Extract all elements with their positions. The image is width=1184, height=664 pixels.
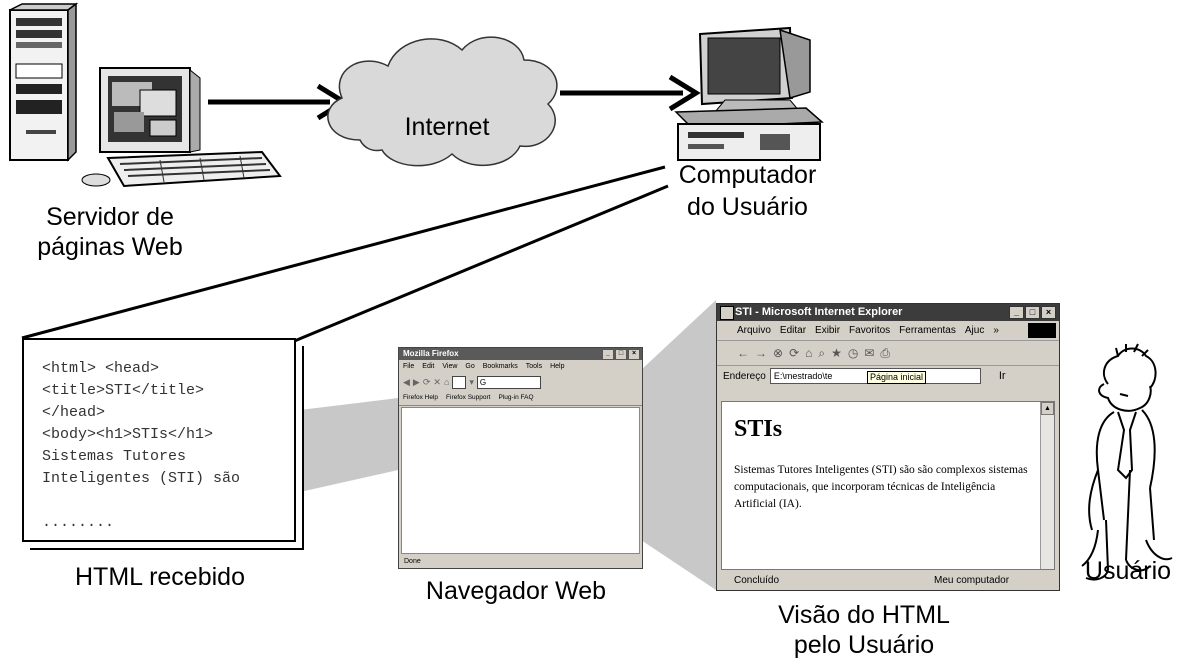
menu-editar[interactable]: Editar [779, 325, 807, 336]
crt-monitor-icon [99, 67, 201, 153]
projection-beam-right [641, 300, 716, 590]
close-button[interactable]: × [628, 349, 640, 360]
menu-view[interactable]: View [442, 363, 458, 370]
connector-line-2 [291, 184, 669, 344]
ie-search-icon[interactable]: ⌕ [818, 345, 826, 360]
ie-close-button[interactable]: × [1041, 306, 1056, 319]
ie-menubar: Arquivo Editar Exibir Favoritos Ferramen… [717, 321, 1059, 340]
go-button[interactable]: Ir [998, 370, 1006, 382]
firefox-menubar: File Edit View Go Bookmarks Tools Help [399, 360, 642, 373]
forward-icon[interactable]: ▶ [412, 376, 420, 387]
ie-statusbar: Concluído Meu computador [720, 573, 1056, 588]
person-icon [1081, 343, 1173, 581]
menu-tools[interactable]: Tools [525, 363, 543, 370]
connector-line-1 [21, 165, 666, 340]
ie-home-icon[interactable]: ⌂ [805, 346, 813, 360]
bookmark-firefox-help[interactable]: Firefox Help [403, 394, 439, 401]
minimize-button[interactable]: _ [602, 349, 614, 360]
menu-exibir[interactable]: Exibir [815, 325, 841, 336]
home-icon[interactable]: ⌂ [443, 377, 450, 387]
page-body-text: Sistemas Tutores Inteligentes (STI) são … [734, 464, 1028, 510]
ie-history-icon[interactable]: ◷ [847, 346, 859, 360]
home-tooltip: Página inicial [867, 371, 927, 384]
server-label-line1: Servidor de [46, 203, 174, 231]
menu-overflow-icon[interactable]: » [993, 325, 999, 336]
search-input[interactable]: G [476, 375, 541, 389]
bookmark-firefox-support[interactable]: Firefox Support [446, 394, 491, 401]
status-done: Concluído [734, 575, 780, 586]
user-computer-label-line2: do Usuário [687, 193, 808, 221]
firefox-navbar: ◀ ▶ ⟳ ✕ ⌂ ▾ G [399, 373, 642, 391]
menu-edit[interactable]: Edit [422, 363, 435, 370]
vertical-scrollbar[interactable]: ▲ [1040, 402, 1054, 569]
user-computer-label-line1: Computador [678, 161, 817, 189]
ie-titlebar: STI - Microsoft Internet Explorer _ □ × [717, 304, 1059, 321]
ie-toolbar: ← → ⊗ ⟳ ⌂ ⌕ ★ ◷ ✉ ⎙ [717, 340, 1059, 365]
dropdown-icon[interactable]: ▾ [469, 376, 474, 387]
status-zone: Meu computador [934, 575, 1010, 586]
ie-mail-icon[interactable]: ✉ [864, 346, 875, 360]
ie-title: STI - Microsoft Internet Explorer [735, 306, 903, 318]
menu-file[interactable]: File [403, 363, 415, 370]
firefox-window: Mozilla Firefox _ □ × File Edit View Go … [398, 347, 643, 569]
ie-forward-icon[interactable]: → [755, 346, 767, 360]
web-browser-label: Navegador Web [425, 577, 607, 605]
stop-icon[interactable]: ✕ [433, 376, 441, 387]
firefox-titlebar: Mozilla Firefox _ □ × [399, 348, 642, 360]
menu-arquivo[interactable]: Arquivo [737, 325, 771, 336]
internet-label: Internet [404, 113, 490, 141]
cloud-icon [327, 36, 558, 167]
url-input[interactable] [452, 375, 467, 389]
ie-window: STI - Microsoft Internet Explorer _ □ × … [716, 303, 1060, 591]
menu-help[interactable]: Help [550, 363, 565, 370]
menu-go[interactable]: Go [465, 363, 475, 370]
firefox-title: Mozilla Firefox [403, 349, 459, 358]
firefox-content-area [401, 407, 640, 554]
html-code: <html> <head> <title>STI</title> </head>… [42, 360, 241, 531]
address-value: E:\mestrado\te [773, 371, 833, 381]
menu-ferramentas[interactable]: Ferramentas [899, 325, 956, 336]
ie-address-bar: Endereço E:\mestrado\te Página inicial I… [717, 365, 1059, 386]
arrowhead-2 [668, 74, 701, 112]
ie-refresh-icon[interactable]: ⟳ [789, 346, 800, 360]
maximize-button[interactable]: □ [615, 349, 627, 360]
desktop-computer-icon [674, 26, 824, 161]
html-received-label: HTML recebido [75, 563, 245, 591]
user-label: Usuário [1084, 557, 1172, 585]
projection-beam-left [300, 398, 398, 492]
ie-minimize-button[interactable]: _ [1009, 306, 1024, 319]
ie-print-icon[interactable]: ⎙ [880, 345, 891, 360]
user-view-label-line2: pelo Usuário [793, 631, 935, 659]
user-view-label-line1: Visão do HTML [778, 601, 950, 629]
ie-content-area: STIs Sistemas Tutores Inteligentes (STI)… [721, 401, 1055, 570]
keyboard-icon [81, 150, 282, 188]
server-tower-icon [9, 2, 79, 162]
windows-flag-icon [1028, 323, 1056, 338]
firefox-status: Done [404, 558, 421, 565]
scroll-up-icon[interactable]: ▲ [1041, 402, 1054, 415]
ie-app-icon [720, 306, 734, 320]
menu-bookmarks[interactable]: Bookmarks [482, 363, 518, 370]
reload-icon[interactable]: ⟳ [422, 376, 431, 387]
firefox-bookmarks-bar: Firefox Help Firefox Support Plug-in FAQ [399, 391, 642, 406]
server-label-line2: páginas Web [37, 233, 183, 261]
ie-back-icon[interactable]: ← [737, 346, 749, 360]
back-icon[interactable]: ◀ [403, 376, 410, 387]
bookmark-plugin-faq[interactable]: Plug-in FAQ [498, 394, 534, 401]
ie-stop-icon[interactable]: ⊗ [773, 346, 784, 360]
address-label: Endereço [723, 370, 766, 382]
menu-ajuda[interactable]: Ajuc [964, 325, 985, 336]
page-heading: STIs [734, 416, 783, 442]
ie-maximize-button[interactable]: □ [1025, 306, 1040, 319]
menu-favoritos[interactable]: Favoritos [849, 325, 891, 336]
ie-favorites-icon[interactable]: ★ [831, 346, 842, 360]
html-document-card: <html> <head> <title>STI</title> </head>… [22, 338, 296, 542]
